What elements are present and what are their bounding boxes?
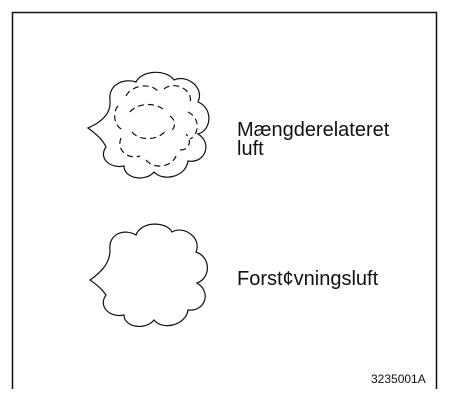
label-2: Forst¢vningsluft	[237, 268, 379, 290]
figure-frame	[11, 11, 438, 389]
label-2-line-1: Forst¢vningsluft	[237, 268, 379, 290]
figure-id: 3235001A	[371, 372, 426, 386]
spray-cloud-icon	[88, 223, 208, 328]
dashed-inner-puffs	[114, 84, 198, 167]
label-1-line-1: Mængderelateret	[237, 119, 390, 141]
label-1: Mængderelateret luft	[237, 119, 390, 160]
dashed-spray-cloud-icon	[86, 71, 210, 179]
label-1-line-2: luft	[237, 138, 264, 160]
